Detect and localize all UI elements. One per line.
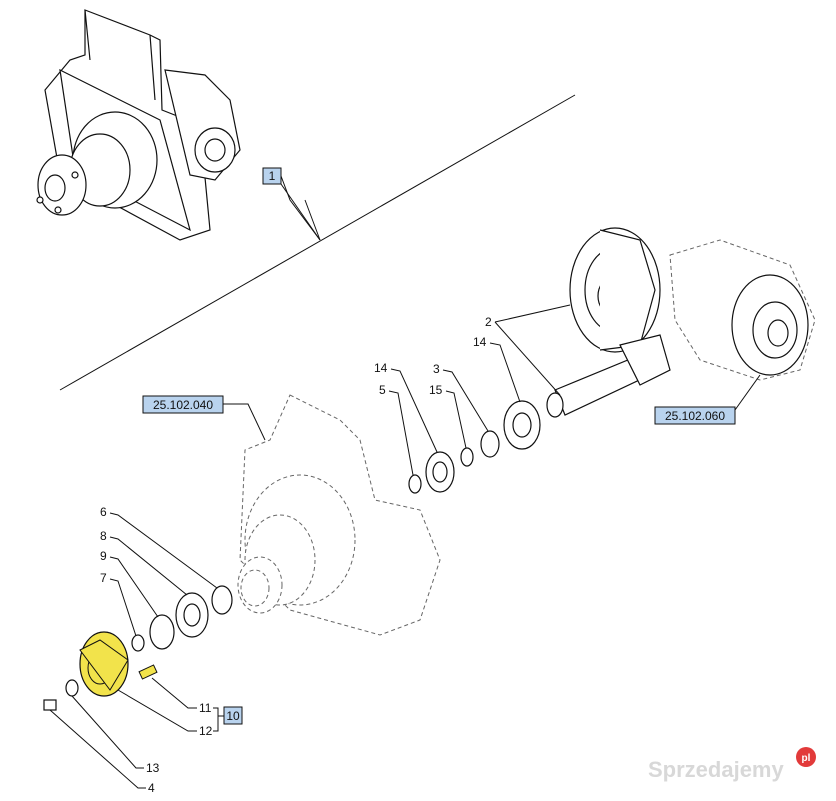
leader-13: [71, 695, 144, 769]
bearing-8-inner: [183, 603, 201, 627]
label-8[interactable]: 8: [100, 529, 107, 543]
housing-illustration: [237, 394, 441, 636]
watermark-badge-icon: [796, 747, 816, 767]
label-3[interactable]: 3: [433, 362, 440, 376]
svg-text:7: 7: [100, 571, 107, 585]
ref-box-housing[interactable]: 25.102.040: [142, 395, 224, 414]
label-2[interactable]: 2: [485, 315, 492, 329]
svg-text:9: 9: [100, 549, 107, 563]
svg-text:3: 3: [433, 362, 440, 376]
leader-assembly: [280, 175, 321, 241]
label-14-left[interactable]: 14: [374, 361, 388, 375]
svg-text:6: 6: [100, 505, 107, 519]
leader-8: [109, 536, 188, 596]
seal-part: [149, 614, 175, 650]
svg-text:14: 14: [374, 361, 388, 375]
svg-text:10: 10: [226, 709, 240, 723]
svg-text:2: 2: [485, 315, 492, 329]
svg-text:14: 14: [473, 335, 487, 349]
leader-2b: [494, 321, 561, 396]
label-14-right[interactable]: 14: [473, 335, 487, 349]
ref-box-flange-group[interactable]: 10: [223, 706, 243, 725]
nut-part: [211, 585, 233, 615]
leader-2a: [494, 304, 571, 323]
leader-14-left: [390, 368, 438, 453]
label-11[interactable]: 11: [199, 701, 212, 715]
svg-text:25.102.040: 25.102.040: [153, 398, 213, 412]
bearing-left-inner: [432, 461, 448, 483]
leader-11: [151, 677, 197, 709]
leader-assembly-2: [280, 183, 321, 241]
leader-7: [109, 578, 137, 637]
leader-housing: [223, 403, 266, 441]
crown-wheel-illustration: [569, 227, 661, 353]
ref-box-differential[interactable]: 25.102.060: [654, 406, 736, 425]
leader-4: [49, 709, 146, 789]
washer-part: [65, 679, 79, 697]
bearing-right-inner: [512, 412, 532, 438]
bolt-part: [43, 699, 57, 711]
flange-illustration: [79, 631, 129, 697]
watermark: Sprzedajemy pl: [648, 747, 816, 782]
leader-6: [109, 512, 218, 589]
label-7[interactable]: 7: [100, 571, 107, 585]
leader-14-right: [489, 342, 521, 403]
svg-text:4: 4: [148, 781, 155, 795]
leader-12: [117, 689, 197, 732]
svg-text:15: 15: [429, 383, 443, 397]
ref-box-assembly[interactable]: 1: [262, 167, 282, 185]
leader-3: [442, 369, 489, 432]
leader-assembly-3: [304, 199, 321, 241]
svg-text:11: 11: [199, 701, 212, 715]
label-12[interactable]: 12: [199, 724, 213, 738]
svg-text:25.102.060: 25.102.060: [665, 409, 725, 423]
oring-part: [131, 634, 145, 652]
svg-text:8: 8: [100, 529, 107, 543]
assembled-housing-illustration: [36, 9, 241, 241]
svg-text:5: 5: [379, 383, 386, 397]
svg-text:13: 13: [146, 761, 160, 775]
label-15[interactable]: 15: [429, 383, 443, 397]
label-6[interactable]: 6: [100, 505, 107, 519]
label-5[interactable]: 5: [379, 383, 386, 397]
leader-5: [388, 390, 414, 476]
section-divider: [59, 94, 576, 391]
svg-text:Sprzedajemy: Sprzedajemy: [648, 757, 784, 782]
leader-differential: [734, 374, 761, 411]
label-13[interactable]: 13: [146, 761, 160, 775]
shim-ring: [480, 430, 500, 458]
label-4[interactable]: 4: [148, 781, 155, 795]
svg-text:1: 1: [269, 169, 276, 183]
pinion-shaft-illustration: [546, 334, 671, 418]
bracket-11-12: [213, 707, 219, 732]
svg-text:12: 12: [199, 724, 213, 738]
snap-ring: [408, 474, 422, 494]
differential-illustration: [669, 239, 816, 381]
svg-text:pl: pl: [802, 753, 811, 764]
spacer-ring: [460, 447, 474, 467]
label-9[interactable]: 9: [100, 549, 107, 563]
leader-15: [445, 390, 467, 449]
stud-part: [138, 664, 158, 680]
leader-9: [109, 556, 159, 618]
